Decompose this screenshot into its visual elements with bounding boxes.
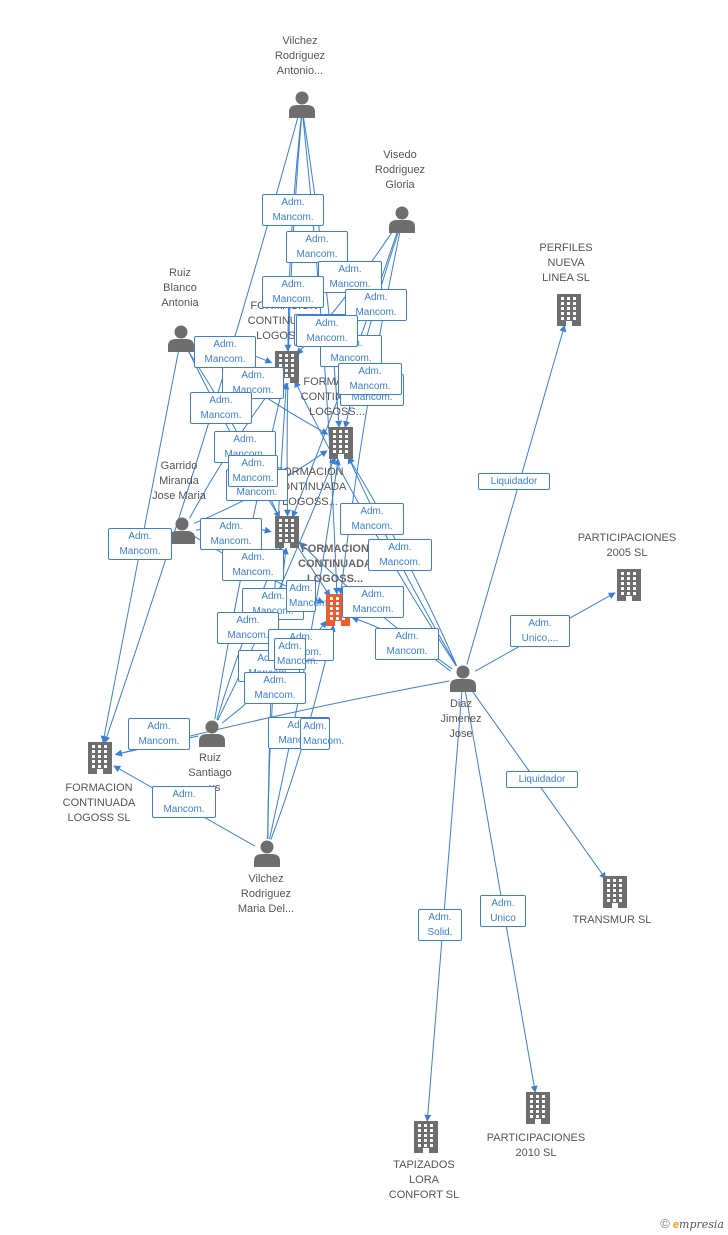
relation-label[interactable]: Adm. Unico	[480, 895, 526, 927]
person-label[interactable]: Visedo Rodriguez Gloria	[374, 149, 426, 191]
person-icon[interactable]	[169, 517, 195, 545]
relation-label[interactable]: Liquidador	[478, 473, 550, 490]
focus-company-label[interactable]: FORMACION CONTINUADA LOGOSS...	[298, 543, 372, 585]
copyright-icon: ©	[660, 1216, 670, 1231]
building-icon[interactable]	[414, 1121, 438, 1153]
relation-label[interactable]: Adm. Mancom.	[262, 276, 324, 308]
person-label[interactable]: Diaz Jimenez Jose	[440, 698, 482, 740]
relation-edge	[283, 117, 303, 517]
relation-label[interactable]: Adm. Mancom.	[244, 672, 306, 704]
building-icon[interactable]	[88, 742, 112, 774]
relation-label[interactable]: Liquidador	[506, 771, 578, 788]
relation-label[interactable]: Adm. Mancom.	[200, 518, 262, 550]
relation-label[interactable]: Adm. Mancom.	[340, 503, 404, 535]
relation-label[interactable]: Adm. Mancom.	[345, 289, 407, 321]
company-label[interactable]: PERFILES NUEVA LINEA SL	[539, 242, 593, 284]
person-label[interactable]: Vilchez Rodriguez Antonio...	[274, 35, 326, 77]
company-label[interactable]: TAPIZADOS LORA CONFORT SL	[388, 1159, 460, 1201]
relation-label[interactable]: Adm. Solid.	[418, 909, 462, 941]
relation-label[interactable]: Adm. Mancom.	[108, 528, 172, 560]
person-icon[interactable]	[389, 206, 415, 234]
company-label[interactable]: PARTICIPACIONES 2010 SL	[486, 1132, 586, 1159]
building-icon[interactable]	[329, 427, 353, 459]
relation-label[interactable]: Adm. Mancom.	[274, 638, 318, 670]
relation-edge	[466, 324, 567, 665]
person-label[interactable]: Ruiz Blanco Antonia	[161, 267, 199, 309]
relation-label[interactable]: Adm. Mancom.	[375, 628, 439, 660]
relation-edge	[424, 691, 463, 1122]
brand-initial: e	[672, 1219, 680, 1231]
company-label[interactable]: FORMACION CONTINUADA LOGOSS SL	[62, 782, 136, 824]
relation-edge	[464, 691, 538, 1093]
relation-label[interactable]: Adm. Mancom.	[222, 549, 284, 581]
relation-label[interactable]: Adm. Mancom.	[152, 786, 216, 818]
graph-nodes	[88, 91, 641, 1153]
company-label[interactable]: PARTICIPACIONES 2005 SL	[577, 532, 677, 559]
person-label[interactable]: Garrido Miranda Jose Maria	[152, 460, 206, 502]
relation-label[interactable]: Adm. Mancom.	[222, 367, 284, 399]
relation-edge	[337, 232, 401, 595]
relation-label[interactable]: Adm. Mancom.	[286, 231, 348, 263]
company-label[interactable]: FORMACION CONTINUADA LOGOSS...	[273, 466, 347, 508]
relation-label[interactable]: Adm. Mancom.	[194, 336, 256, 368]
relation-label[interactable]: Adm. Mancom.	[190, 392, 252, 424]
relation-label[interactable]: Adm. Mancom.	[342, 586, 404, 618]
company-label[interactable]: TRANSMUR SL	[572, 914, 652, 926]
person-icon[interactable]	[289, 91, 315, 119]
person-icon[interactable]	[168, 325, 194, 353]
person-icon[interactable]	[199, 720, 225, 748]
brand-name: mpresia	[679, 1218, 724, 1231]
relation-label[interactable]: Adm. Mancom.	[262, 194, 324, 226]
building-icon[interactable]	[526, 1092, 550, 1124]
person-icon[interactable]	[254, 840, 280, 868]
building-icon[interactable]	[603, 876, 627, 908]
building-icon[interactable]	[617, 569, 641, 601]
brand-footer: © empresia	[660, 1216, 724, 1231]
building-icon[interactable]	[557, 294, 581, 326]
relation-label[interactable]: Adm. Mancom.	[228, 455, 278, 487]
relation-label[interactable]: Adm. Mancom.	[338, 363, 402, 395]
relation-label[interactable]: Adm. Mancom.	[286, 580, 330, 612]
relation-label[interactable]: Adm. Mancom.	[368, 539, 432, 571]
person-icon[interactable]	[450, 665, 476, 693]
relation-label[interactable]: Adm. Mancom.	[128, 718, 190, 750]
person-label[interactable]: Vilchez Rodriguez Maria Del...	[237, 873, 295, 915]
relation-label[interactable]: Adm. Mancom.	[296, 315, 358, 347]
relation-label[interactable]: Adm. Mancom.	[300, 718, 344, 750]
building-icon[interactable]	[275, 516, 299, 548]
relation-label[interactable]: Adm. Unico,...	[510, 615, 570, 647]
